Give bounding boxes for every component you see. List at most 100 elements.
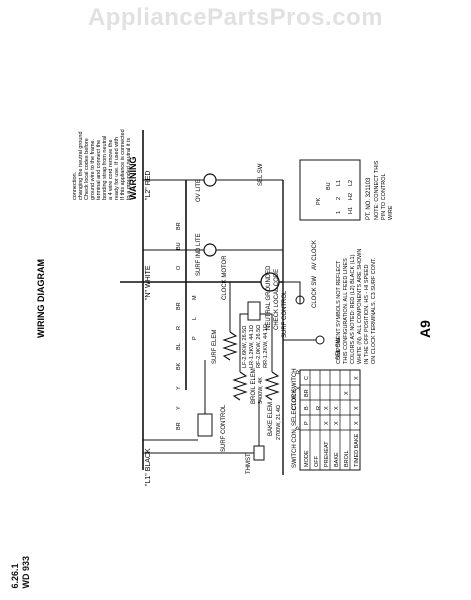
wire-color-11: P xyxy=(296,426,302,430)
table-row-preheat-mode: PREHEAT xyxy=(324,441,330,467)
warning-line-6: terminal and connect the xyxy=(96,140,102,200)
label-bake-rating: 2700W, 21.4Ω xyxy=(276,405,282,440)
notes-block: COMPONENT SYMBOLS NOT REFLECT THIS CONFI… xyxy=(336,249,377,364)
terminal-h2: H2 xyxy=(348,193,354,200)
warning-line-4: a 4 wire cord remove the xyxy=(108,139,114,200)
surf-rating-rf: RF-2.0KW, 26.5Ω xyxy=(256,325,262,368)
surf-control-box-2 xyxy=(247,301,261,321)
footer-code: 6.26.1 WD 933 xyxy=(10,556,32,589)
label-clock: CLOCK xyxy=(292,389,298,410)
surf-rating-rr: RR-1.2KW, 44.1Ω xyxy=(263,324,269,368)
table-row-timedbake-b: X xyxy=(354,406,360,410)
note-line-3: COLORS AS NOTED: RED (L2) BLACK (L1) xyxy=(350,254,356,364)
sel-switch-contact xyxy=(315,335,325,345)
schematic-group: WIRING DIAGRAM "L1" BLACK "N" WHITE "L2"… xyxy=(36,129,433,486)
label-sel-sw: SEL SW xyxy=(336,337,342,360)
table-row-preheat-b: X xyxy=(324,406,330,410)
table-row-broil-mode: BROIL xyxy=(344,450,350,467)
terminal-l2: L2 xyxy=(348,180,354,186)
note-line-1: COMPONENT SYMBOLS NOT REFLECT xyxy=(336,260,342,364)
broil-element-symbol xyxy=(232,371,248,401)
control-inset-box xyxy=(299,159,361,221)
label-ov-lite: OV LITE xyxy=(196,179,202,202)
wire-color-10: BR xyxy=(176,222,182,230)
label-broil-rating: 3400W, 4K xyxy=(258,377,264,404)
table-row-timedbake-p: X xyxy=(354,421,360,425)
wire-color-9: BU xyxy=(176,242,182,250)
wire-color-5: BL xyxy=(176,343,182,350)
warning-block: WARNING If this appliance is connected t… xyxy=(72,129,138,200)
label-bake-elem: BAKE ELEM xyxy=(268,402,274,436)
note-line-5: IN THE OFF POSITION. HS - HI SPEED xyxy=(364,264,370,364)
surf-rating-lr: LR-1.2KW, 44.1Ω xyxy=(249,325,255,368)
note-line-4: WHITE (N). ALL COMPONENTS ARE SHOWN xyxy=(357,249,363,364)
wire-color-tags: BR Y Y BK BL R BR O BU BR P R PK BU xyxy=(176,182,332,430)
bake-element-symbol xyxy=(264,371,280,401)
label-check-code: CHECK LOCAL CODE xyxy=(274,269,280,330)
table-header-br: BR xyxy=(304,389,310,397)
clock-motor-symbol xyxy=(260,272,280,292)
warning-line-3: ready for use. If used with xyxy=(114,137,120,200)
label-note-wire: WIRE xyxy=(388,205,394,220)
wire-color-13: PK xyxy=(316,197,322,205)
wire-color-6: R xyxy=(176,326,182,330)
surf-ind-light-symbol xyxy=(203,243,217,257)
wire-color-8: O xyxy=(176,265,182,270)
wire-color-3: Y xyxy=(176,386,182,390)
warning-line-9: changing the neutral ground xyxy=(78,132,84,201)
table-header-c: C xyxy=(304,376,310,380)
label-l2: "L2" RED xyxy=(145,171,152,200)
warning-line-2: to a grounded neutral it is xyxy=(126,138,132,200)
table-row-preheat-p: X xyxy=(324,421,330,425)
label-clock-motor: CLOCK MOTOR xyxy=(222,255,228,300)
thermostat-symbol xyxy=(253,445,265,461)
terminal-l1: L1 xyxy=(336,180,342,186)
terminal-l: L xyxy=(192,317,198,320)
terminal-p: P xyxy=(192,336,198,340)
wire-color-1: BR xyxy=(176,422,182,430)
label-surf-elem: SURF ELEM xyxy=(212,330,218,364)
label-note-pin: PIN TO CONTROL xyxy=(381,173,387,220)
warning-line-5: bonding strap from neutral xyxy=(102,136,108,200)
footer-line-1: 6.26.1 xyxy=(10,563,20,589)
watermark-text: AppliancePartsPros.com xyxy=(87,4,384,31)
wire-4 xyxy=(239,313,248,372)
wire-color-2: Y xyxy=(176,406,182,410)
switch-table-caption: SWITCH CON. SELECTOR SWITCH xyxy=(292,368,298,468)
note-line-6: ON CLOCK TERMINALS. C3 SURF CONT. xyxy=(371,257,377,364)
warning-line-7: ground wire to the frame. xyxy=(90,138,96,200)
table-row-bake-p: X xyxy=(334,421,340,425)
surf-ratings: LF-2.6KW, 26.5Ω LR-1.2KW, 44.1Ω RF-2.0KW… xyxy=(242,324,269,368)
label-surf-control: SURF CONTROL xyxy=(221,404,227,452)
wire-color-12: R xyxy=(316,406,322,410)
warning-line-1: If this appliance is connected xyxy=(120,129,126,200)
label-l1: "L1" BLACK xyxy=(145,448,152,486)
terminal-2: 2 xyxy=(336,197,342,200)
footer-line-2: WD 933 xyxy=(21,556,31,589)
label-broil-elem: BROIL ELEM xyxy=(251,368,257,404)
terminal-r: R xyxy=(296,370,302,374)
wire-color-4: BK xyxy=(176,362,182,370)
table-header-mode: MODE xyxy=(304,450,310,467)
warning-heading: WARNING xyxy=(128,157,138,201)
label-surf-ind-lite: SURF IND LITE xyxy=(196,233,202,276)
label-av-clock: AV CLOCK xyxy=(312,240,318,270)
label-clock-sw: CLOCK SW xyxy=(312,276,318,308)
diagram-title: WIRING DIAGRAM xyxy=(36,259,46,338)
table-header-b: B xyxy=(304,406,310,410)
label-thmst: THMST xyxy=(246,453,252,474)
branch-wires xyxy=(143,179,316,454)
wire-5 xyxy=(260,313,273,372)
label-n: "N" WHITE xyxy=(145,265,152,300)
terminal-x: X xyxy=(296,386,302,390)
label-neutral-ground: NEUTRAL GROUNDED xyxy=(266,265,272,330)
terminal-m: M xyxy=(192,295,198,300)
switch-table: SWITCH CON. SELECTOR SWITCH MODE P B BR … xyxy=(292,368,361,471)
oven-light-symbol xyxy=(203,173,217,187)
surf-control-box-1 xyxy=(197,413,213,437)
surf-element-symbol xyxy=(222,331,238,361)
warning-line-8: Check local codes before xyxy=(84,138,90,200)
label-surf-control-2: SURF CONTROL xyxy=(282,290,288,338)
table-row-off-mode: OFF xyxy=(314,455,320,467)
